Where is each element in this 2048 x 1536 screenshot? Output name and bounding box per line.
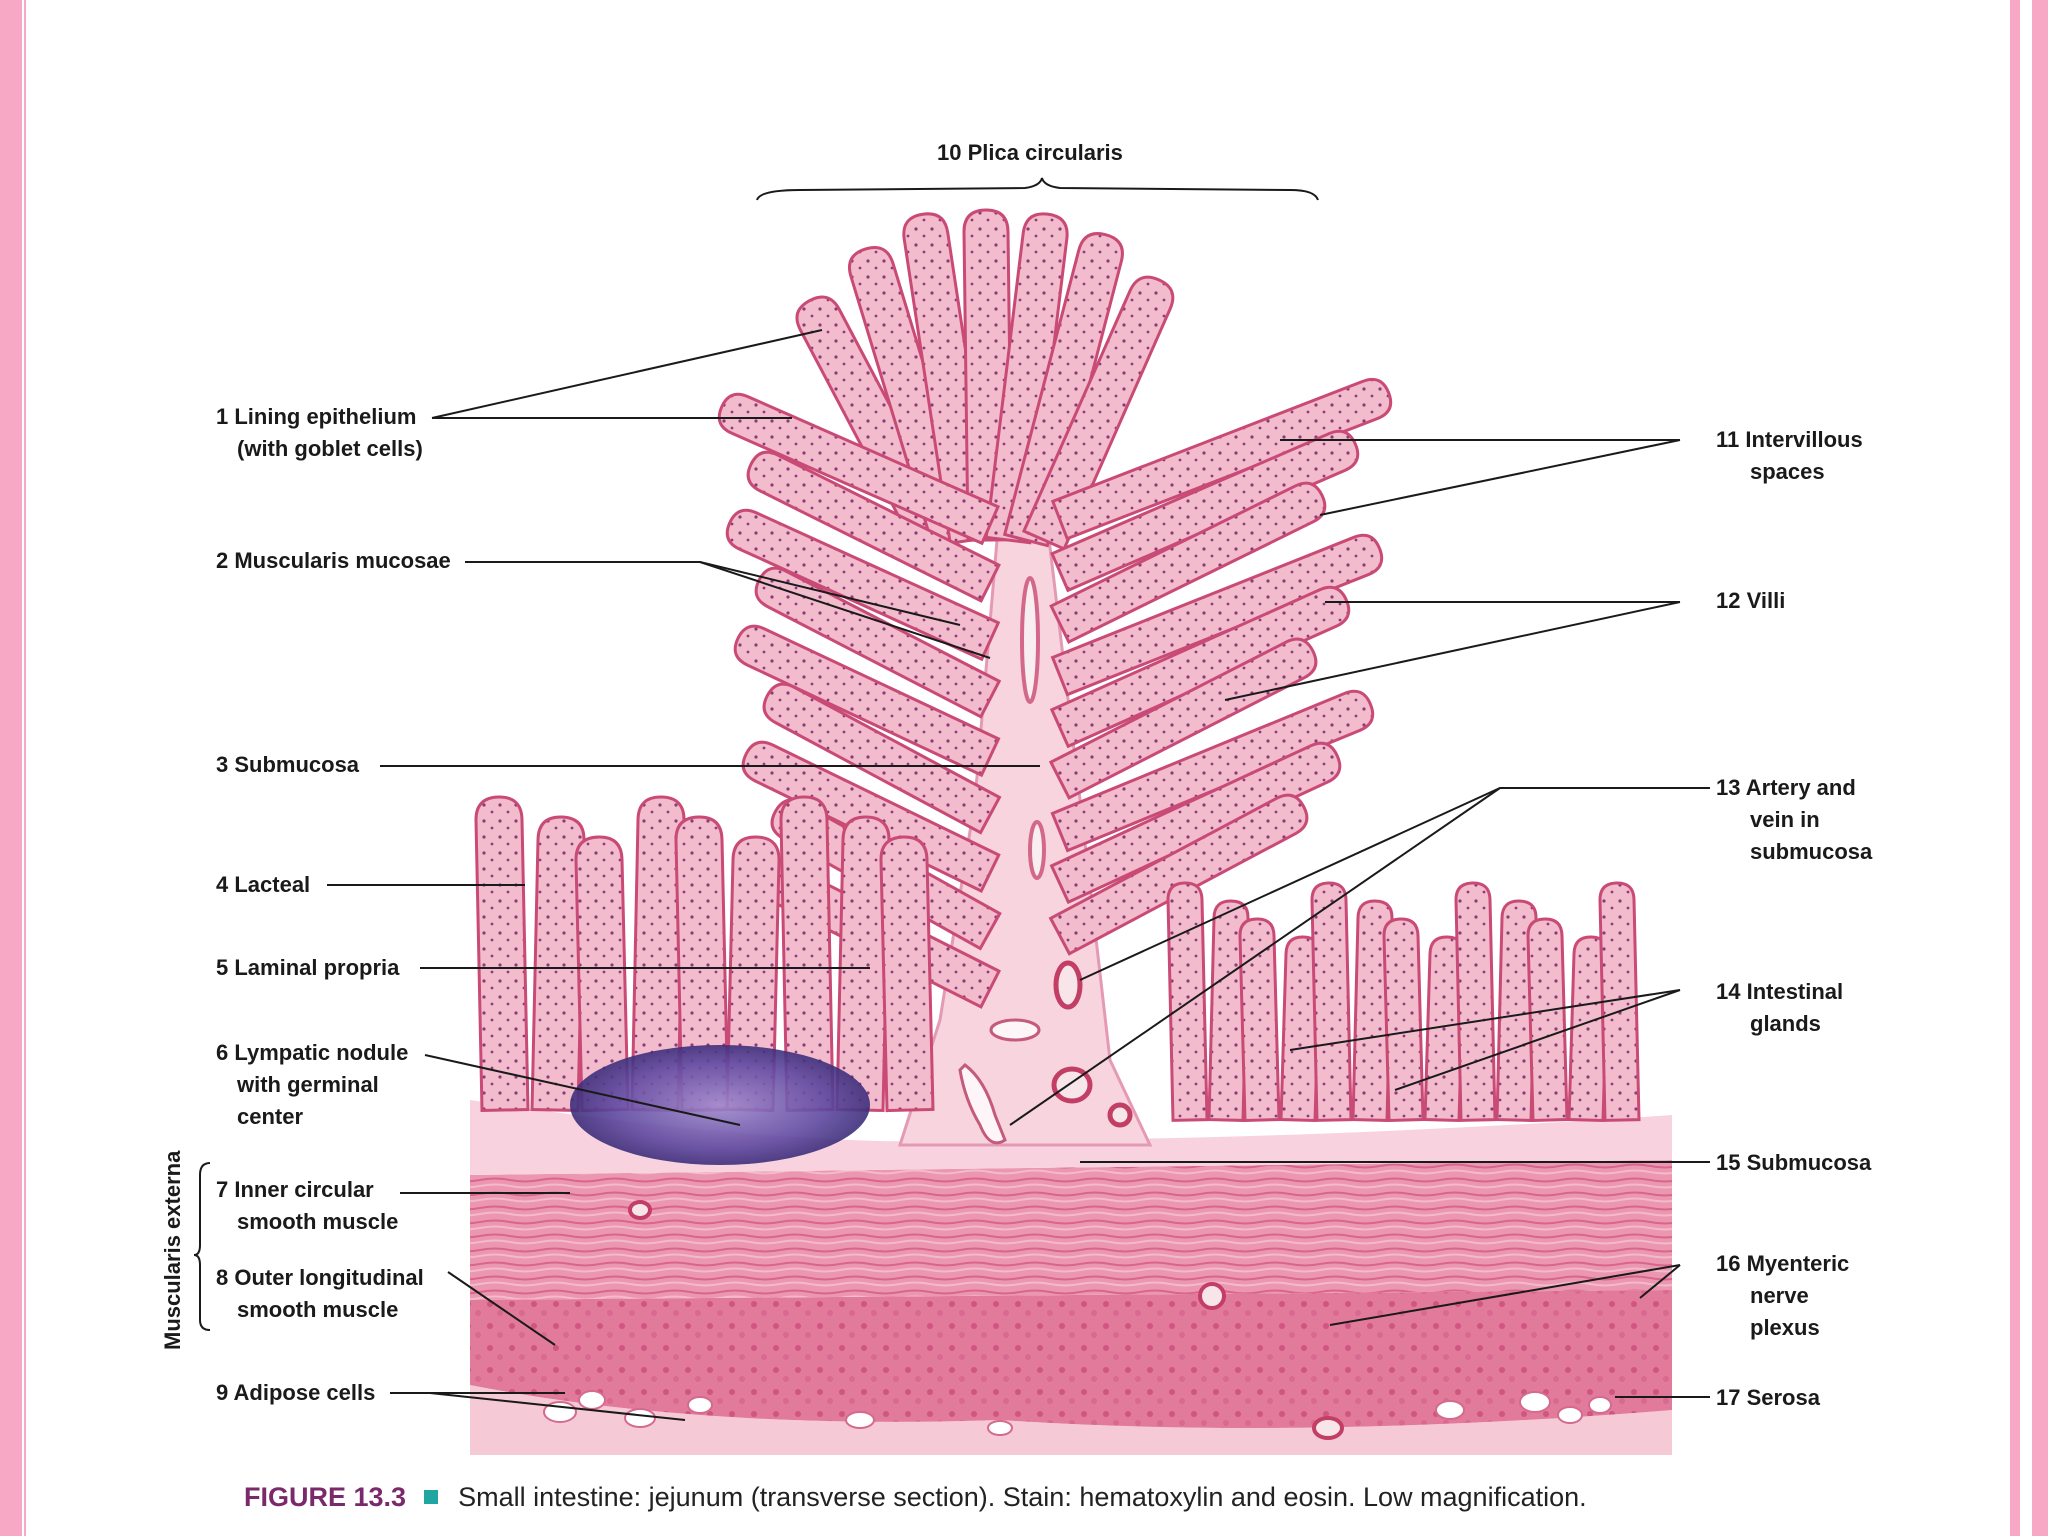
label-lining-epithelium: 1 Lining epithelium	[216, 404, 416, 429]
label-inner-circular-2: smooth muscle	[237, 1209, 398, 1234]
label-lining-epithelium-sub: (with goblet cells)	[237, 436, 423, 461]
label-myenteric-plexus-3: plexus	[1750, 1315, 1820, 1340]
plica-villi	[717, 208, 1393, 1009]
plica-brace	[756, 177, 1319, 201]
label-muscularis-externa: Muscularis externa	[160, 1150, 185, 1350]
label-intestinal-glands-2: glands	[1750, 1011, 1821, 1036]
serosa-layer	[470, 1385, 1672, 1455]
label-laminal-propria: 5 Laminal propria	[216, 955, 400, 980]
label-intervillous-spaces: 11 Intervillous	[1716, 427, 1863, 452]
right-frame-border	[1960, 0, 2048, 1536]
label-lymphatic-nodule-3: center	[237, 1104, 303, 1129]
leader-lines	[327, 329, 1710, 1421]
left-frame-border	[0, 0, 26, 1536]
left-mucosa-villi	[474, 795, 935, 1113]
label-lymphatic-nodule-2: with germinal	[236, 1072, 379, 1097]
right-mucosa-villi	[1166, 881, 1641, 1123]
label-plica-circularis: 10 Plica circularis	[937, 140, 1123, 165]
outer-longitudinal-muscle-layer	[470, 1290, 1672, 1428]
caption-square-icon	[424, 1490, 439, 1504]
muscularis-brace	[193, 1162, 211, 1331]
label-artery-vein: 13 Artery and	[1716, 775, 1856, 800]
label-serosa: 17 Serosa	[1716, 1385, 1821, 1410]
label-lymphatic-nodule: 6 Lympatic nodule	[216, 1040, 408, 1065]
label-outer-longitudinal: 8 Outer longitudinal	[216, 1265, 424, 1290]
labels: 10 Plica circularis 1 Lining epithelium …	[160, 140, 1873, 1410]
label-submucosa: 3 Submucosa	[216, 752, 360, 777]
caption-text: Small intestine: jejunum (transverse sec…	[458, 1482, 1587, 1512]
label-artery-vein-2: vein in	[1750, 807, 1820, 832]
label-villi: 12 Villi	[1716, 588, 1785, 613]
figure-caption: FIGURE 13.3 Small intestine: jejunum (tra…	[244, 1482, 1587, 1513]
lymphatic-nodule	[570, 1045, 870, 1165]
label-artery-vein-3: submucosa	[1750, 839, 1873, 864]
label-intestinal-glands: 14 Intestinal	[1716, 979, 1843, 1004]
label-lacteal: 4 Lacteal	[216, 872, 310, 897]
adipose-cells	[543, 1390, 1612, 1436]
label-intervillous-spaces-2: spaces	[1750, 459, 1825, 484]
label-submucosa-lower: 15 Submucosa	[1716, 1150, 1872, 1175]
label-inner-circular: 7 Inner circular	[216, 1177, 374, 1202]
label-myenteric-plexus-2: nerve	[1750, 1283, 1809, 1308]
figure-number: FIGURE 13.3	[244, 1482, 407, 1512]
label-outer-longitudinal-2: smooth muscle	[237, 1297, 398, 1322]
label-muscularis-mucosae: 2 Muscularis mucosae	[216, 548, 451, 573]
inner-circular-muscle-layer	[470, 1160, 1672, 1300]
label-adipose-cells: 9 Adipose cells	[216, 1380, 375, 1405]
label-myenteric-plexus: 16 Myenteric	[1716, 1251, 1849, 1276]
